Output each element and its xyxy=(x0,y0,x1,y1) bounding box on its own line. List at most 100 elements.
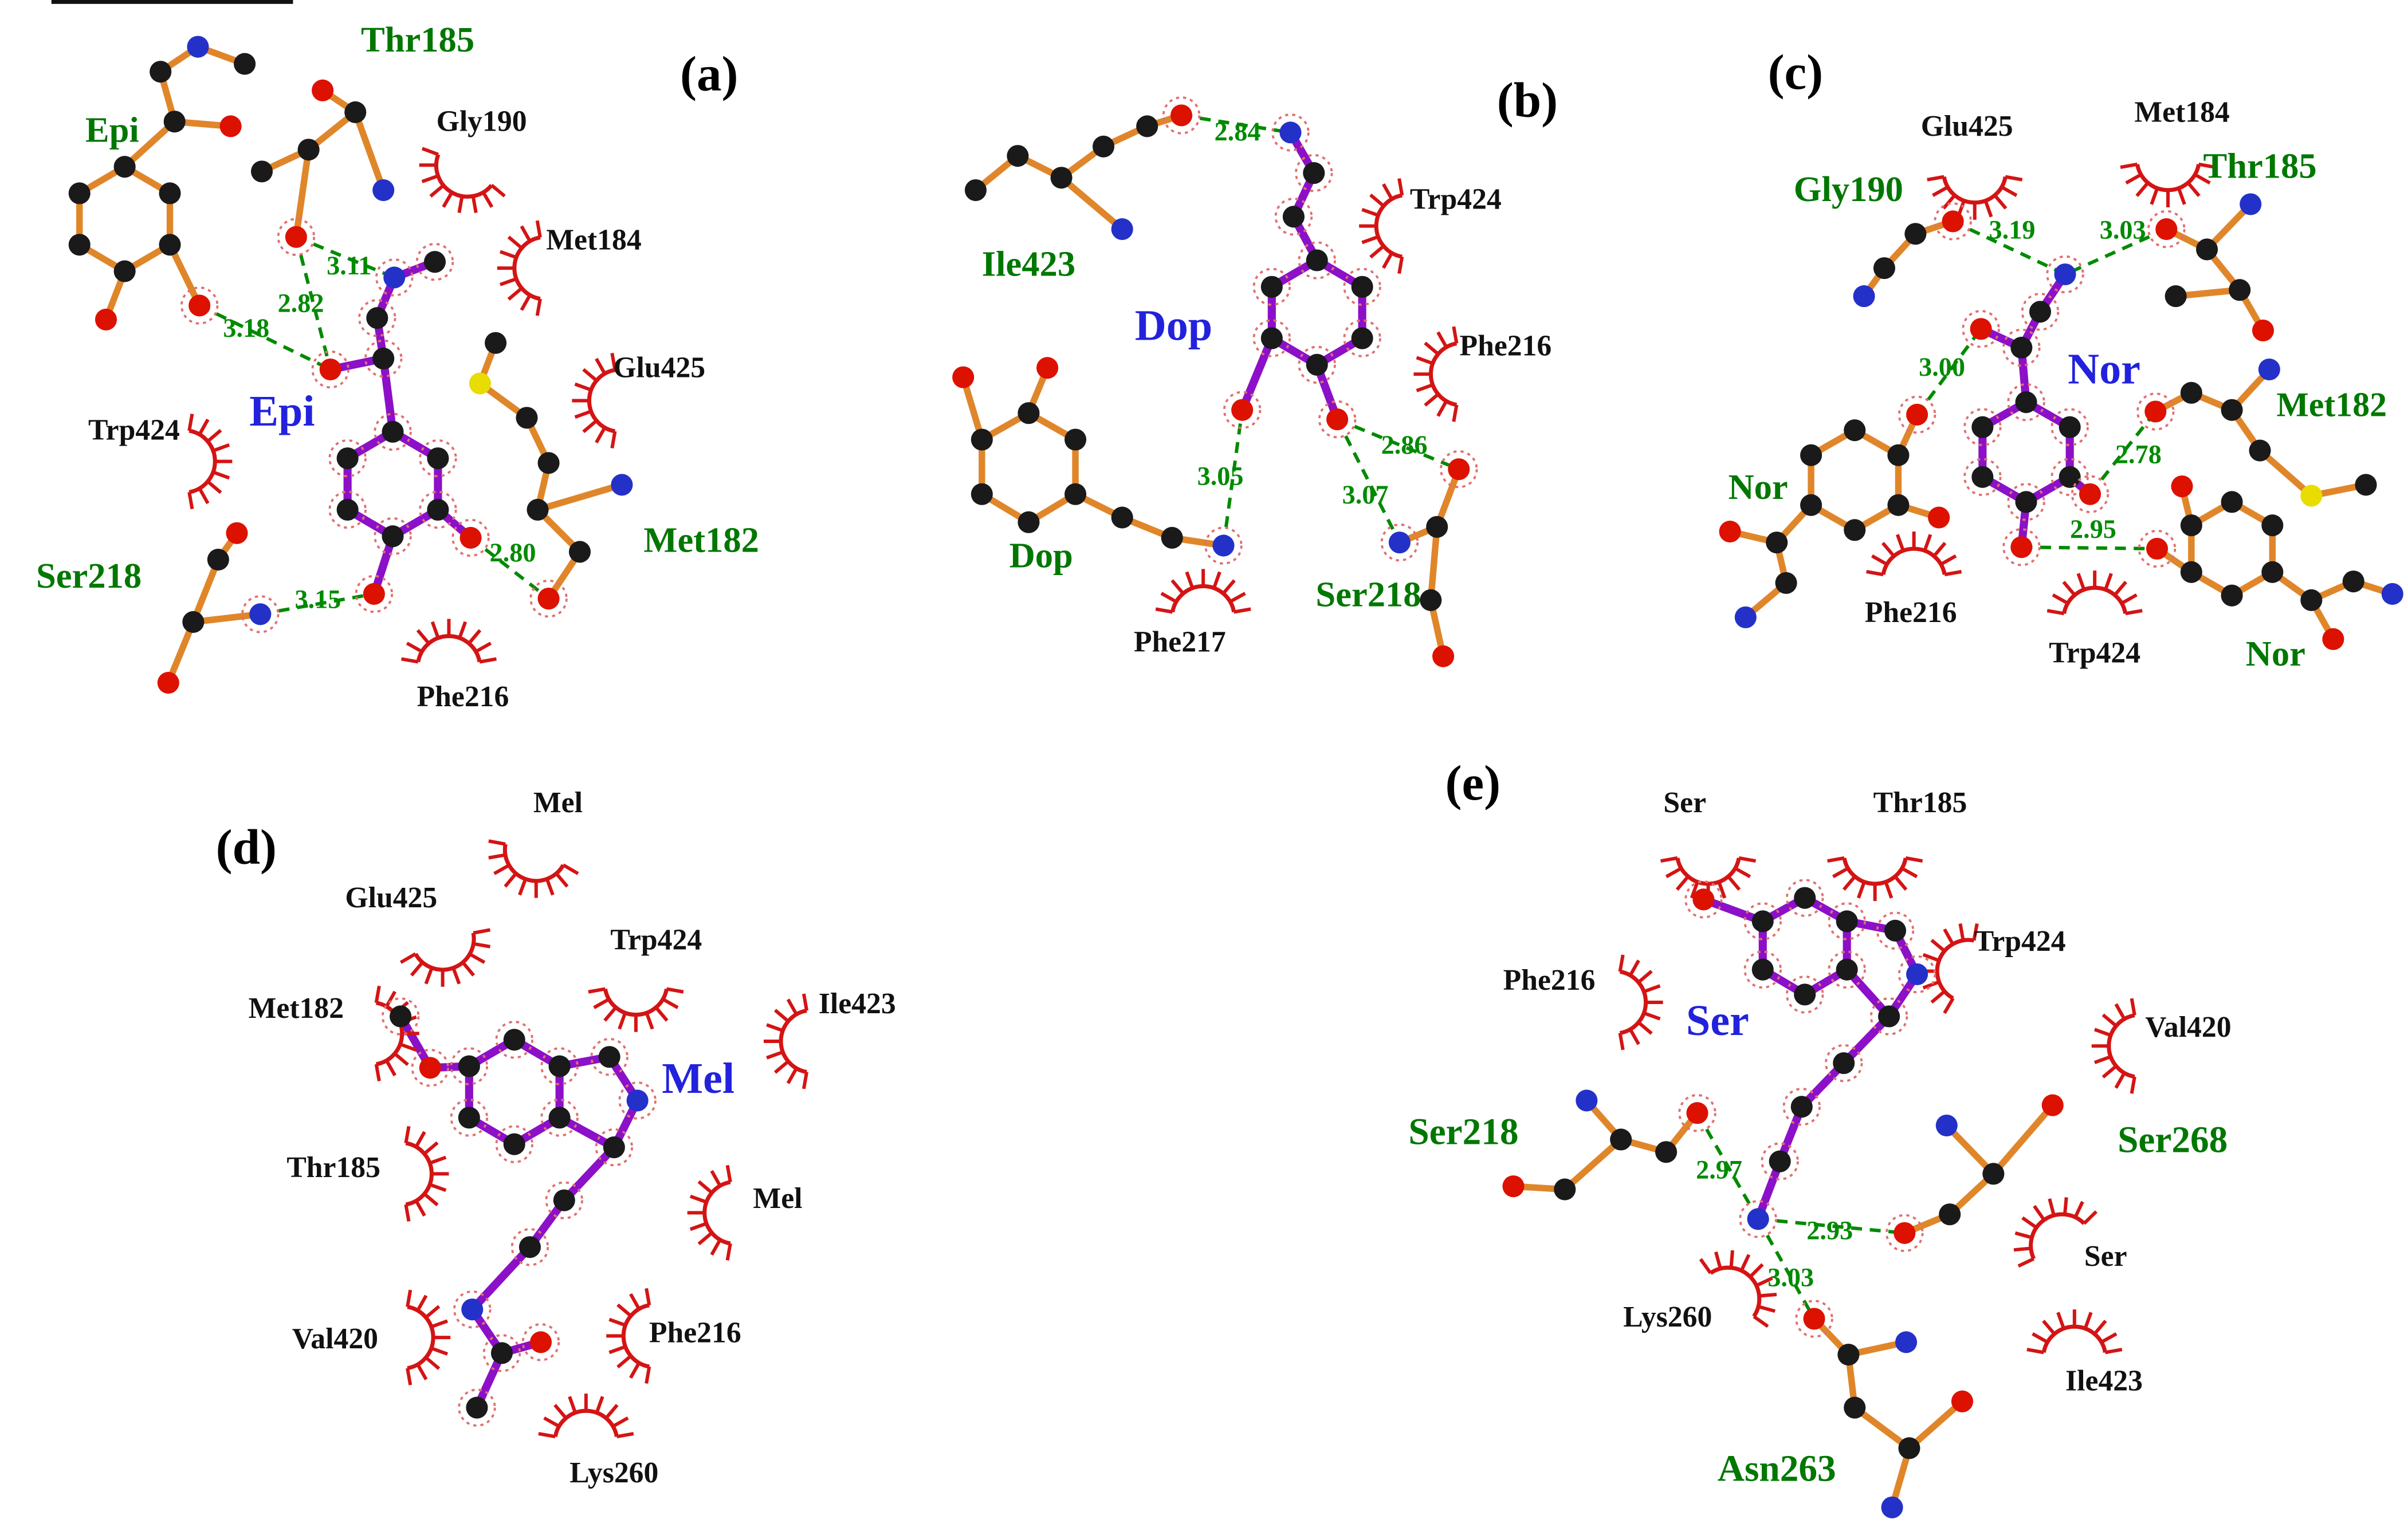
arc-spoke-icon xyxy=(423,1193,439,1207)
arc-spoke-icon xyxy=(2062,581,2076,596)
hydrophobic-arc xyxy=(1942,176,2008,205)
atom-contact-halo xyxy=(2136,392,2175,431)
hydrophobic-residue-label: Phe216 xyxy=(1460,330,1552,363)
arc-spoke-icon xyxy=(1229,592,1246,604)
ligand-label: Dop xyxy=(1135,301,1212,349)
arc-spoke-icon xyxy=(2033,1205,2046,1221)
arc-spoke-icon xyxy=(1382,183,1393,200)
arc-spoke-icon xyxy=(1923,534,1932,552)
hydrophobic-residue-label: Met184 xyxy=(2134,96,2229,128)
hydrophobic-arc xyxy=(188,428,217,494)
ligand-label: Mel xyxy=(662,1054,734,1103)
atom-C xyxy=(1426,515,1448,538)
residue-bond xyxy=(190,556,222,625)
atom-C xyxy=(1878,1005,1900,1028)
arc-spoke-icon xyxy=(2076,573,2086,591)
hbond-residue-label: Dop xyxy=(1009,536,1073,576)
arc-spoke-icon xyxy=(2093,1028,2111,1037)
hydrophobic-residue-label: Trp424 xyxy=(88,414,180,446)
atom-N xyxy=(1111,218,1133,241)
atom-O xyxy=(157,672,179,694)
atom-contact-halo xyxy=(374,412,412,451)
arc-spoke-icon xyxy=(421,147,439,156)
hydrophobic-residue-label: Lys260 xyxy=(1623,1301,1712,1333)
arc-spoke-icon xyxy=(593,997,610,1009)
atom-contact-halo xyxy=(1828,950,1866,989)
atom-S xyxy=(469,372,491,395)
arc-spoke-icon xyxy=(430,621,440,639)
hydrogen-bond xyxy=(294,236,332,370)
arc-spoke-icon xyxy=(689,1222,707,1231)
ligand-label: Ser xyxy=(1686,997,1749,1045)
arc-spoke-icon xyxy=(385,990,396,1008)
hbond-distance-label: 3.18 xyxy=(223,314,269,343)
atom-N xyxy=(1576,1089,1598,1112)
atom-C xyxy=(598,1046,620,1068)
arc-spoke-icon xyxy=(1699,1258,1712,1274)
arc-spoke-icon xyxy=(1212,571,1221,589)
atom-N xyxy=(1388,532,1411,554)
atom-contact-halo xyxy=(358,299,396,337)
panel-tag: (a) xyxy=(680,46,738,101)
arc-spoke-icon xyxy=(406,1368,413,1386)
atom-N xyxy=(372,179,395,202)
hydrophobic-arc xyxy=(1709,1265,1762,1318)
atom-C xyxy=(518,1236,541,1258)
atom-contact-halo xyxy=(328,439,367,478)
hydrophobic-arc xyxy=(2029,1212,2086,1260)
hydrophobic-arc xyxy=(416,634,482,663)
atom-contact-halo xyxy=(1298,241,1336,280)
atom-contact-halo xyxy=(2002,328,2041,367)
hydrophobic-arc xyxy=(1675,857,1741,886)
arc-spoke-icon xyxy=(1660,856,1678,863)
atom-O xyxy=(219,115,242,137)
atom-C xyxy=(1971,466,1994,488)
hydrogen-bond xyxy=(1952,219,2066,276)
arc-spoke-icon xyxy=(430,1347,449,1356)
atom-C xyxy=(527,498,549,521)
arc-spoke-icon xyxy=(2100,1332,2118,1344)
arc-spoke-icon xyxy=(507,235,523,250)
arc-spoke-icon xyxy=(612,1416,629,1428)
arc-spoke-icon xyxy=(1170,579,1185,595)
arc-spoke-icon xyxy=(1943,928,1955,945)
arc-spoke-icon xyxy=(1618,1033,1625,1050)
arc-spoke-icon xyxy=(2063,1197,2068,1215)
atom-contact-halo xyxy=(482,1334,521,1372)
atom-O xyxy=(1942,210,1964,233)
arc-spoke-icon xyxy=(766,1023,784,1033)
atom-C xyxy=(2261,561,2284,583)
atom-C xyxy=(1794,983,1816,1006)
arc-spoke-icon xyxy=(1397,256,1404,274)
atom-O xyxy=(312,79,334,101)
arc-spoke-icon xyxy=(1637,1021,1653,1035)
atom-contact-halo xyxy=(1252,267,1291,306)
atom-contact-halo xyxy=(1898,395,1936,434)
hydrophobic-arc xyxy=(1881,546,1947,575)
arc-spoke-icon xyxy=(1397,178,1404,196)
arc-spoke-icon xyxy=(473,928,491,935)
arc-spoke-icon xyxy=(610,431,617,448)
atom-C xyxy=(553,1189,575,1211)
arc-spoke-icon xyxy=(469,953,486,964)
atom-contact-halo xyxy=(1934,202,1972,241)
atom-N xyxy=(461,1298,484,1321)
arc-spoke-icon xyxy=(406,1289,413,1308)
arc-spoke-icon xyxy=(416,1294,428,1312)
arc-spoke-icon xyxy=(725,1164,732,1183)
arc-spoke-icon xyxy=(213,470,230,480)
atom-contact-halo xyxy=(529,579,568,618)
atom-N xyxy=(249,603,272,625)
arc-spoke-icon xyxy=(582,419,598,434)
arc-spoke-icon xyxy=(2052,593,2069,605)
arc-spoke-icon xyxy=(1436,400,1448,417)
hydrophobic-residue-label: Gly190 xyxy=(437,105,527,138)
atom-contact-halo xyxy=(2007,483,2045,521)
atom-O xyxy=(1894,1222,1916,1244)
atom-contact-halo xyxy=(1271,113,1310,152)
atom-N xyxy=(1279,121,1302,144)
arc-spoke-icon xyxy=(430,1319,449,1329)
arc-spoke-icon xyxy=(629,1362,641,1379)
arc-spoke-icon xyxy=(2083,1210,2098,1225)
